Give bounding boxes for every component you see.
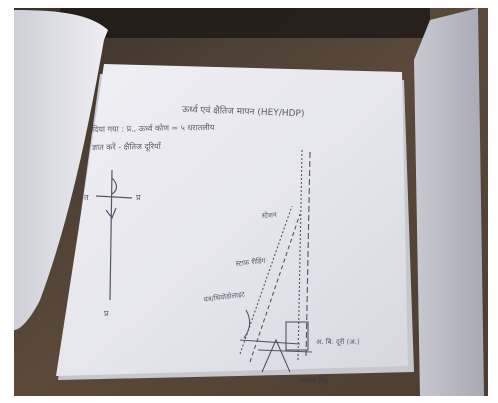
note-sheet <box>56 64 408 376</box>
label-bottom: प्र <box>104 309 109 318</box>
label-staff: स्टाफ़ रीडिंग <box>235 256 267 268</box>
label-station: स्टेशन <box>262 210 278 220</box>
note-line-2: ज्ञात करें - क्षैतिज दूरियाँ <box>92 141 162 153</box>
label-left: त <box>84 193 89 202</box>
background-dark-strip <box>60 8 430 38</box>
label-base: आधार बिंदु <box>300 375 330 386</box>
sketch-right <box>239 149 313 373</box>
label-point: अ. बि. दूरी (अ.) <box>316 337 360 347</box>
curled-page-left <box>14 10 108 330</box>
sketch-left <box>95 169 133 301</box>
note-line-1: दिया गया : प्र., ऊर्ध्व कोण = ५ धरातलीय <box>92 122 215 134</box>
label-right: प्र <box>136 193 141 202</box>
side-sheet <box>414 8 484 396</box>
